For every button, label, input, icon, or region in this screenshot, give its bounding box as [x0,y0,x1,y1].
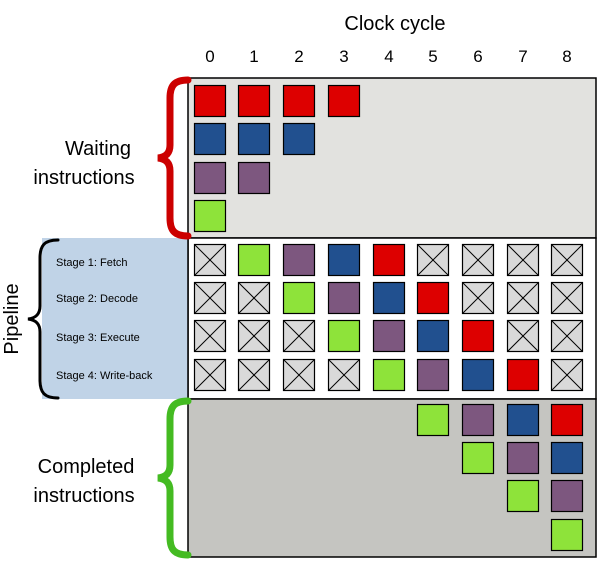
pipeline-instruction-green [327,319,361,353]
cycle-label: 6 [473,47,482,66]
empty-slot-icon [506,243,540,277]
cycle-label: 4 [384,47,393,66]
waiting-instruction-blue [237,122,271,156]
completed-label-line1: Completed [38,456,135,478]
pipeline-instruction-red [416,281,450,315]
stage-3-label: Stage 3: Execute [56,332,140,344]
pipeline-instruction-red [461,319,495,353]
waiting-instruction-blue [193,122,227,156]
completed-instruction-blue [506,403,540,437]
waiting-label-line1: Waiting [65,138,131,160]
stage-1-label: Stage 1: Fetch [56,257,128,269]
completed-instruction-green [550,518,584,552]
cycle-label: 7 [518,47,527,66]
empty-slot-icon [282,319,316,353]
empty-slot-icon [193,281,227,315]
pipeline-instruction-blue [416,319,450,353]
empty-slot-icon [237,358,271,392]
pipeline-brace-icon [27,238,60,400]
empty-slot-icon [506,281,540,315]
empty-slot-icon [237,281,271,315]
empty-slot-icon [461,243,495,277]
pipeline-instruction-green [372,358,406,392]
completed-instruction-green [461,441,495,475]
pipeline-instruction-red [372,243,406,277]
completed-brace-icon [157,397,192,559]
waiting-instruction-blue [282,122,316,156]
pipeline-instruction-blue [461,358,495,392]
empty-slot-icon [193,358,227,392]
clock-cycle-title: Clock cycle [344,13,445,35]
empty-slot-icon [282,358,316,392]
pipeline-instruction-green [237,243,271,277]
completed-instruction-green [416,403,450,437]
cycle-label: 1 [249,47,258,66]
pipeline-instruction-green [282,281,316,315]
cycle-label: 5 [428,47,437,66]
empty-slot-icon [327,358,361,392]
waiting-brace-icon [157,76,192,240]
pipeline-instruction-purple [327,281,361,315]
cycle-label: 0 [205,47,214,66]
waiting-instruction-purple [237,161,271,195]
waiting-label-line2: instructions [33,167,134,189]
waiting-instruction-red [282,84,316,118]
cycle-label: 8 [562,47,571,66]
empty-slot-icon [550,243,584,277]
waiting-squares [193,84,361,233]
waiting-instruction-red [193,84,227,118]
pipeline-instruction-purple [416,358,450,392]
completed-instruction-red [550,403,584,437]
waiting-instruction-red [327,84,361,118]
completed-squares [416,403,584,552]
completed-instruction-purple [506,441,540,475]
pipeline-instruction-red [506,358,540,392]
stage-2-label: Stage 2: Decode [56,293,138,305]
waiting-instruction-green [193,199,227,233]
completed-instruction-blue [550,441,584,475]
empty-slot-icon [506,319,540,353]
stage-4-label: Stage 4: Write-back [56,370,153,382]
pipeline-instruction-blue [327,243,361,277]
completed-label-line2: instructions [33,485,134,507]
cycle-number-labels: 0 1 2 3 4 5 6 7 8 [205,47,571,66]
empty-slot-icon [461,281,495,315]
pipeline-label: Pipeline [1,283,23,354]
pipeline-squares [193,243,584,392]
completed-instruction-purple [461,403,495,437]
cycle-label: 3 [339,47,348,66]
empty-slot-icon [237,319,271,353]
empty-slot-icon [550,281,584,315]
cycle-label: 2 [294,47,303,66]
empty-slot-icon [416,243,450,277]
pipeline-instruction-purple [372,319,406,353]
waiting-instruction-purple [193,161,227,195]
empty-slot-icon [193,243,227,277]
pipeline-instruction-purple [282,243,316,277]
empty-slot-icon [193,319,227,353]
stage-labels: Stage 1: Fetch Stage 2: Decode Stage 3: … [56,257,153,382]
pipeline-instruction-blue [372,281,406,315]
empty-slot-icon [550,358,584,392]
empty-slot-icon [550,319,584,353]
stage-label-panel [42,238,188,399]
completed-instruction-green [506,479,540,513]
waiting-instruction-red [237,84,271,118]
completed-instruction-purple [550,479,584,513]
